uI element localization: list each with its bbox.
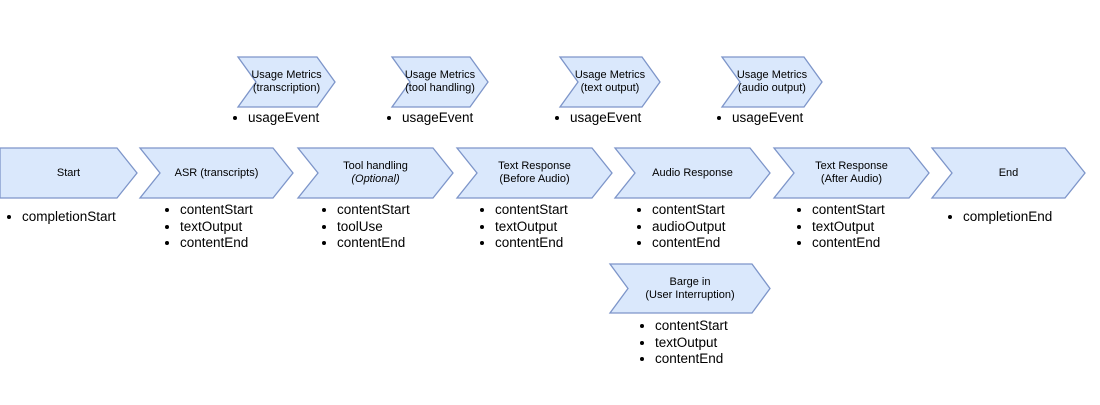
event-item: usageEvent [402,110,473,127]
chevron-usage-metrics-audio-output: Usage Metrics (audio output) [720,56,823,108]
event-item: contentEnd [812,235,885,252]
event-list-asr: contentStart textOutput contentEnd [162,202,253,252]
event-item: toolUse [337,219,410,236]
chevron-usage-metrics-transcription-label: Usage Metrics (transcription) [238,57,335,107]
chevron-asr-transcripts-label: ASR (transcripts) [140,148,293,198]
event-item: contentEnd [180,235,253,252]
event-item: contentEnd [655,351,728,368]
event-item: textOutput [180,219,253,236]
event-list-audio-response: contentStart audioOutput contentEnd [634,202,726,252]
event-item: contentStart [652,202,726,219]
event-item: contentStart [495,202,568,219]
chevron-title: Usage Metrics [404,69,476,81]
event-list-text-response-after: contentStart textOutput contentEnd [794,202,885,252]
chevron-tool-handling-label: Tool handling (Optional) [298,148,453,198]
chevron-subtitle: (After Audio) [820,173,883,185]
event-item: usageEvent [248,110,319,127]
chevron-usage-metrics-text-output: Usage Metrics (text output) [558,56,661,108]
event-list-usage-tool-handling: usageEvent [384,110,473,127]
chevron-usage-metrics-audio-output-label: Usage Metrics (audio output) [722,57,822,107]
chevron-tool-handling: Tool handling (Optional) [296,147,454,199]
chevron-title: Text Response [498,160,571,172]
event-list-barge-in: contentStart textOutput contentEnd [637,318,728,368]
chevron-title: Tool handling [343,160,408,172]
chevron-subtitle: (Before Audio) [499,173,570,185]
event-item: usageEvent [732,110,803,127]
chevron-end: End [930,147,1086,199]
chevron-title: ASR (transcripts) [174,166,259,179]
chevron-title: Usage Metrics [736,69,808,81]
event-list-usage-text-output: usageEvent [552,110,641,127]
chevron-text-response-before-audio-label: Text Response (Before Audio) [457,148,612,198]
chevron-title: Text Response [815,160,888,172]
event-item: usageEvent [570,110,641,127]
event-item: completionEnd [963,209,1052,226]
chevron-end-label: End [932,148,1085,198]
chevron-title: Barge in [669,275,711,288]
chevron-usage-metrics-tool-handling-label: Usage Metrics (tool handling) [392,57,488,107]
event-item: textOutput [495,219,568,236]
chevron-asr-transcripts: ASR (transcripts) [138,147,294,199]
event-item: contentEnd [652,235,726,252]
event-item: textOutput [655,335,728,352]
event-item: audioOutput [652,219,726,236]
chevron-subtitle: (User Interruption) [645,288,735,301]
chevron-usage-metrics-tool-handling: Usage Metrics (tool handling) [390,56,489,108]
event-item: contentStart [180,202,253,219]
chevron-usage-metrics-text-output-label: Usage Metrics (text output) [560,57,660,107]
chevron-subtitle: (transcription) [252,82,321,94]
chevron-start: Start [0,147,138,199]
chevron-audio-response-label: Audio Response [615,148,770,198]
chevron-barge-in-label: Barge in (User Interruption) [610,264,770,313]
chevron-subtitle: (tool handling) [405,82,475,94]
chevron-text-response-after-audio-label: Text Response (After Audio) [774,148,929,198]
event-item: contentStart [655,318,728,335]
event-item: contentEnd [337,235,410,252]
event-list-tool-handling: contentStart toolUse contentEnd [319,202,410,252]
chevron-title: Usage Metrics [251,69,322,81]
chevron-text-response-after-audio: Text Response (After Audio) [772,147,930,199]
chevron-subtitle: (audio output) [738,82,806,94]
chevron-text-response-before-audio: Text Response (Before Audio) [455,147,613,199]
event-list-end: completionEnd [945,209,1052,226]
chevron-barge-in: Barge in (User Interruption) [608,263,771,314]
chevron-title: Start [56,166,81,179]
event-list-usage-transcription: usageEvent [230,110,319,127]
chevron-start-label: Start [0,148,137,198]
chevron-title: End [998,166,1019,179]
chevron-subtitle: (text output) [580,82,640,94]
chevron-title: Usage Metrics [574,69,646,81]
event-list-start: completionStart [4,209,116,226]
event-list-usage-audio-output: usageEvent [714,110,803,127]
chevron-usage-metrics-transcription: Usage Metrics (transcription) [236,56,336,108]
chevron-audio-response: Audio Response [613,147,771,199]
event-item: textOutput [812,219,885,236]
event-list-text-response-before: contentStart textOutput contentEnd [477,202,568,252]
chevron-subtitle: (Optional) [351,173,400,185]
chevron-title: Audio Response [652,166,733,179]
event-item: contentStart [812,202,885,219]
event-item: contentStart [337,202,410,219]
event-item: completionStart [22,209,116,226]
event-item: contentEnd [495,235,568,252]
